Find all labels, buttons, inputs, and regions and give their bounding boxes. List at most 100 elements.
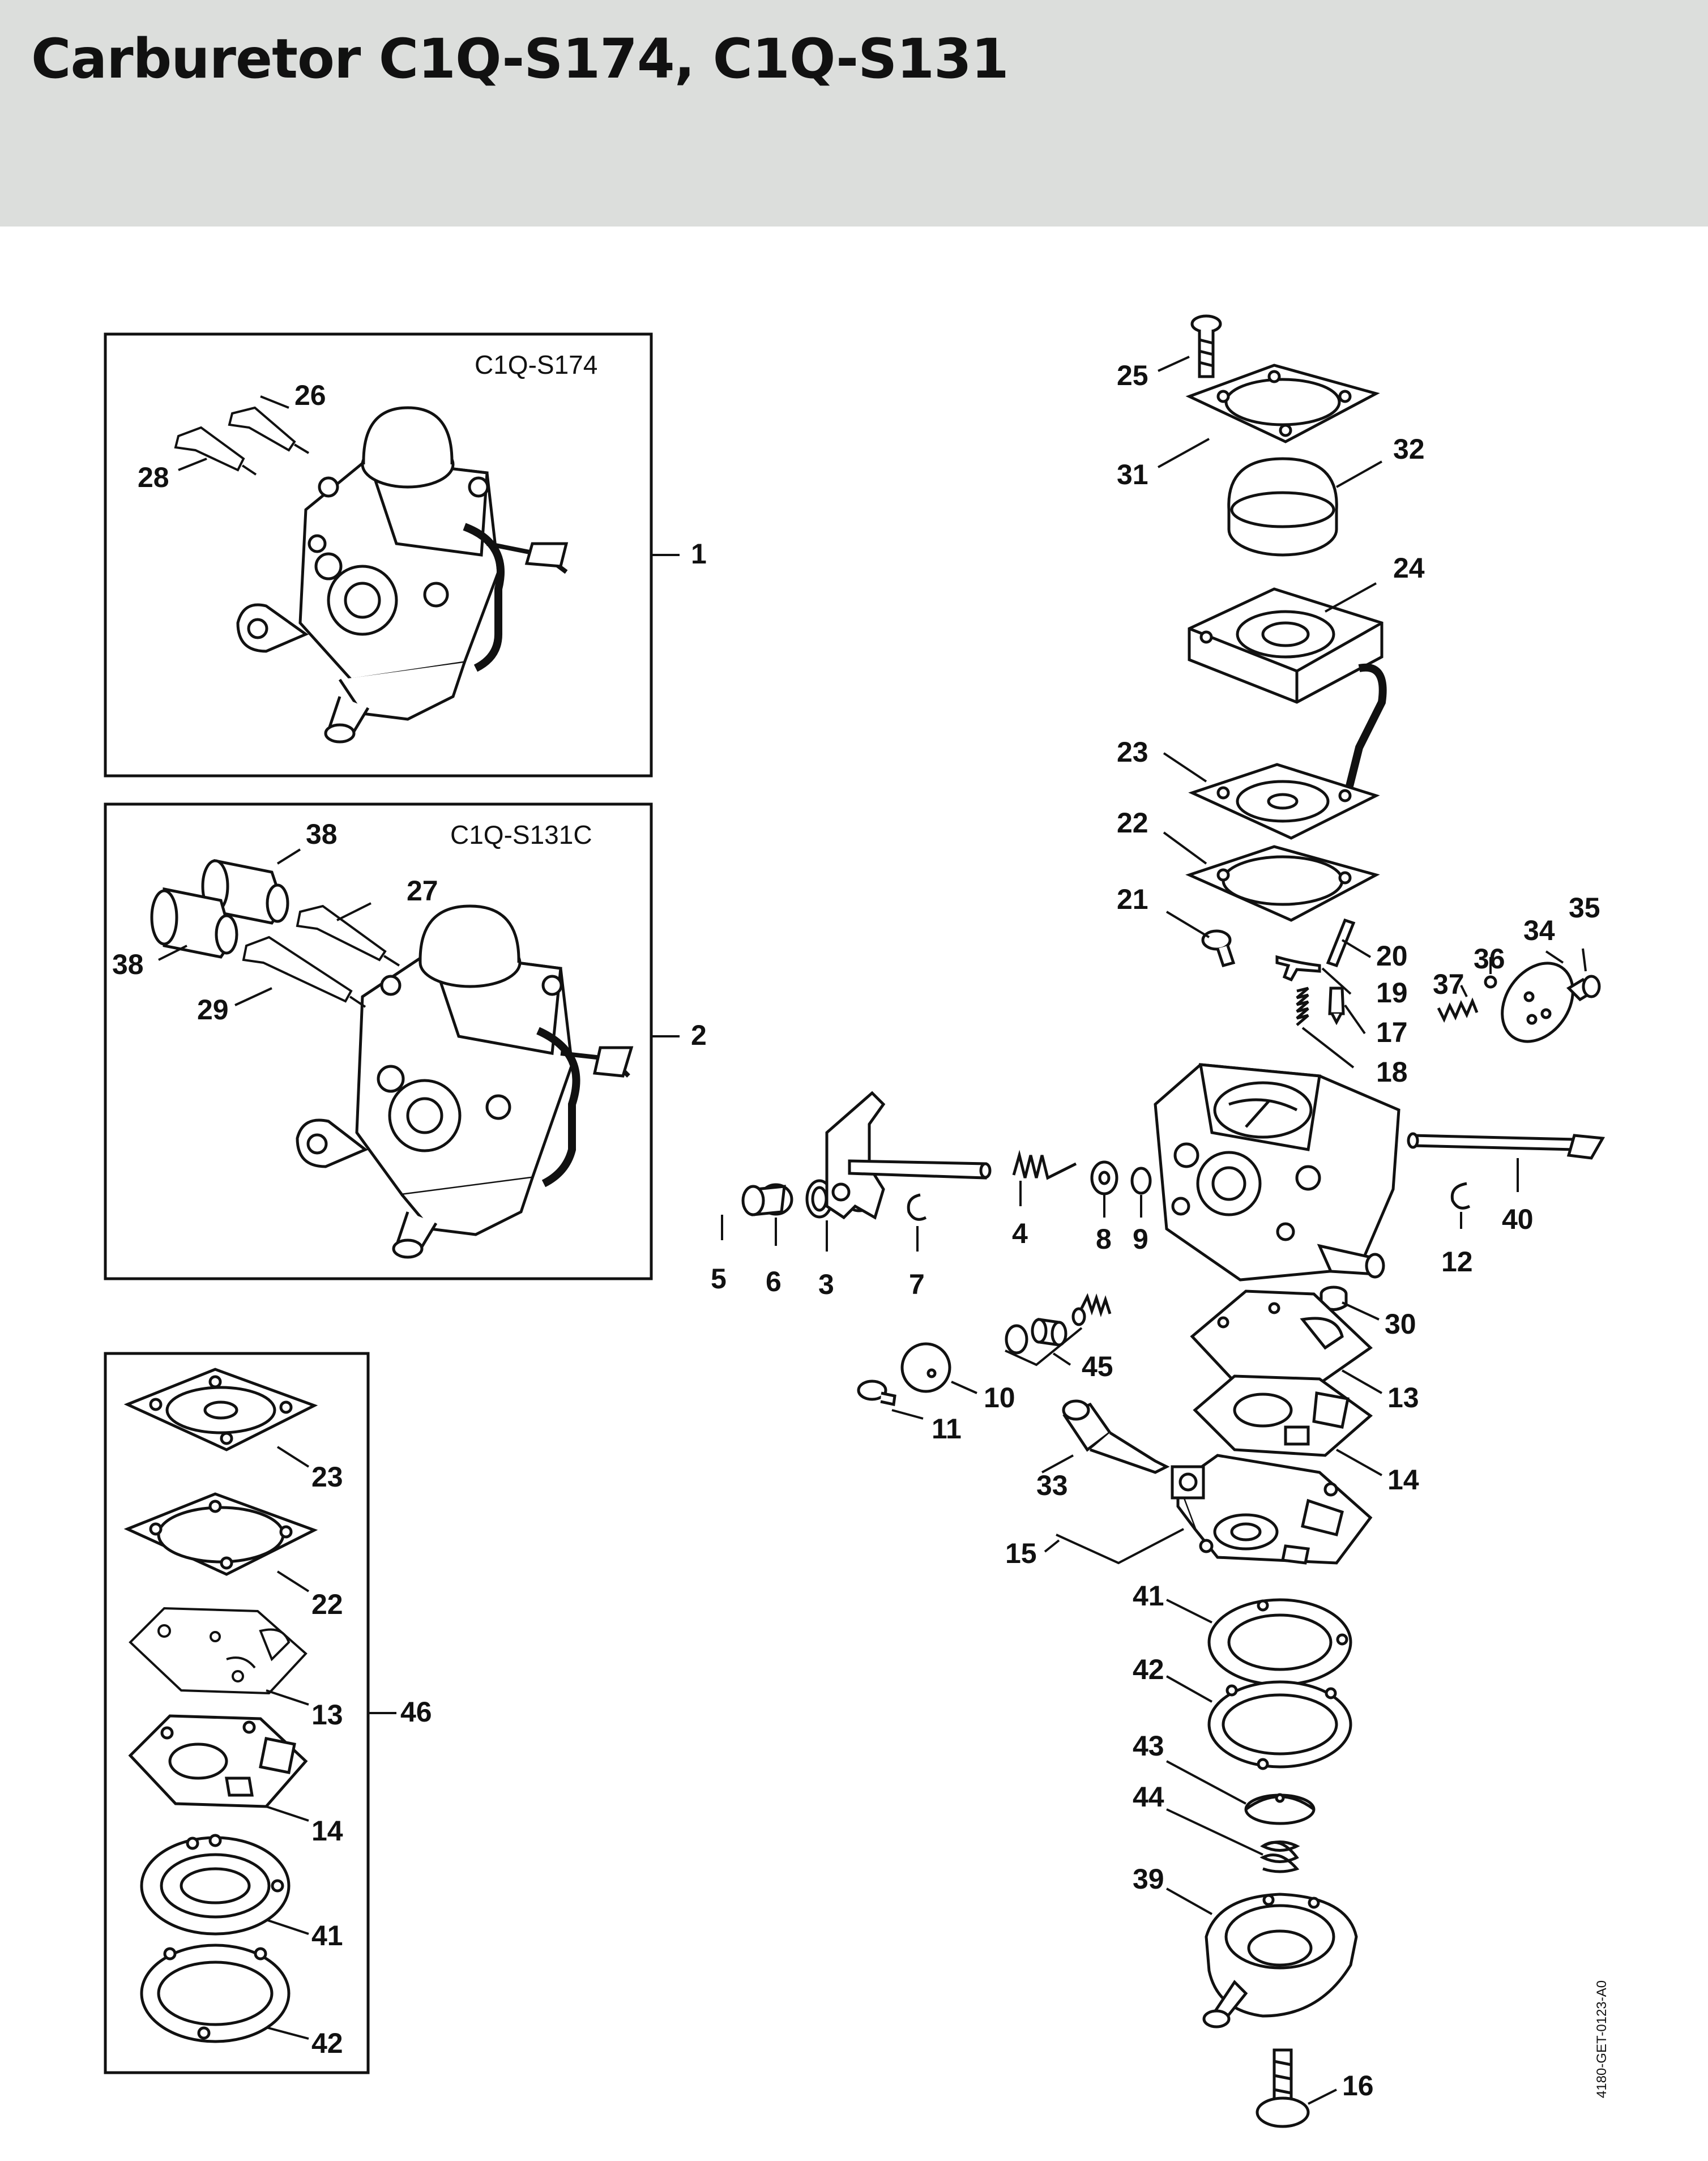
callout-22-kit: 22	[311, 1588, 343, 1620]
part-18-spring	[1296, 986, 1309, 1026]
leader-lines-panel-1	[178, 395, 680, 556]
page-title: Carburetor C1Q-S174, C1Q-S131	[31, 27, 1009, 91]
part-43-diaphragm-disc	[1244, 1793, 1316, 1825]
callout-10: 10	[984, 1382, 1015, 1413]
callout-33: 33	[1036, 1470, 1068, 1501]
callout-2: 2	[691, 1019, 707, 1051]
part-35-screw	[1566, 975, 1601, 1002]
callout-45: 45	[1082, 1351, 1113, 1382]
part-20-pin	[1326, 918, 1356, 968]
part-40-choke-shaft	[1407, 1132, 1605, 1160]
adjusting-screw-28	[174, 426, 257, 476]
panel-c1q-s174: C1Q-S174	[104, 332, 707, 778]
callout-41: 41	[1133, 1580, 1164, 1612]
kit-gasket-22	[123, 1492, 318, 1576]
callout-16: 16	[1342, 2070, 1374, 2102]
part-throttle-shaft-assembly	[741, 1091, 1152, 1221]
callout-40: 40	[1502, 1203, 1534, 1235]
leader-lines-panel-3	[266, 1446, 396, 2040]
part-13-metering-diaphragm	[1190, 1289, 1373, 1389]
part-33-adjusting-screw	[1062, 1399, 1170, 1474]
kit-diaphragm-41	[140, 1834, 291, 1936]
carburetor-assembly-s131c	[296, 904, 634, 1259]
callout-42-kit: 42	[311, 2027, 343, 2059]
callout-41-kit: 41	[311, 1920, 343, 1951]
callout-31: 31	[1117, 459, 1148, 490]
document-id: 4180-GET-0123-A0	[1594, 1980, 1609, 2098]
callout-8: 8	[1096, 1223, 1112, 1255]
part-37-spring	[1437, 997, 1479, 1023]
callout-21: 21	[1117, 883, 1148, 915]
callout-39: 39	[1133, 1863, 1164, 1895]
part-9-ring	[1130, 1167, 1152, 1195]
callout-numbers-main: 25 31 32 24 23 22 21 20 19 17 18 37 36 3…	[711, 360, 1600, 2102]
kit-gasket-14	[128, 1714, 308, 1808]
carburetor-assembly-s174	[236, 406, 569, 744]
callout-46: 46	[400, 1696, 432, 1728]
callout-23: 23	[1117, 736, 1148, 768]
part-17-inlet-needle	[1328, 986, 1345, 1026]
callout-24: 24	[1393, 552, 1425, 584]
limiter-cap-38-lower	[150, 887, 238, 959]
main-exploded-view	[741, 314, 1605, 2128]
adjusting-screw-29	[242, 936, 366, 1008]
callout-37: 37	[1433, 968, 1464, 1000]
callout-3: 3	[818, 1269, 834, 1300]
part-24-pump-cover	[1188, 587, 1387, 794]
part-carburetor-body	[1154, 1063, 1400, 1282]
callout-17: 17	[1376, 1017, 1408, 1048]
title-banner: Carburetor C1Q-S174, C1Q-S131	[0, 0, 1708, 227]
callout-18: 18	[1376, 1056, 1408, 1088]
callout-30: 30	[1385, 1308, 1416, 1340]
callout-22: 22	[1117, 807, 1148, 839]
callout-11: 11	[932, 1413, 962, 1445]
adjusting-screw-27	[296, 904, 400, 967]
part-45-jet-kit	[1005, 1293, 1112, 1355]
part-32-primer-bulb	[1227, 457, 1338, 557]
part-12-clip	[1450, 1182, 1471, 1210]
panel-label-s131c: C1Q-S131C	[450, 820, 592, 849]
part-44-spring	[1259, 1840, 1300, 1873]
part-7-clip	[907, 1193, 927, 1221]
part-15-metering-housing	[1171, 1454, 1373, 1565]
callout-4: 4	[1012, 1218, 1028, 1249]
callout-12: 12	[1441, 1246, 1473, 1278]
part-34-plate	[1501, 962, 1574, 1043]
part-39-end-cover	[1202, 1893, 1358, 2028]
callout-6: 6	[766, 1266, 782, 1297]
callout-5: 5	[711, 1263, 727, 1295]
part-25-screw	[1190, 314, 1222, 378]
part-21-screw	[1201, 929, 1236, 968]
callout-28: 28	[138, 462, 169, 493]
kit-gasket-23	[123, 1368, 318, 1451]
callout-27: 27	[407, 875, 438, 907]
callout-13: 13	[1387, 1382, 1419, 1413]
part-42-gasket	[1207, 1680, 1352, 1770]
part-41-pump-diaphragm	[1207, 1598, 1352, 1686]
part-36-ball	[1484, 975, 1497, 989]
part-16-screw	[1256, 2048, 1310, 2128]
part-10-throttle-valve	[900, 1342, 951, 1393]
callout-25: 25	[1117, 360, 1148, 391]
leader-lines-panel-2	[158, 848, 680, 1037]
callout-36: 36	[1474, 943, 1505, 975]
callout-1: 1	[691, 538, 707, 570]
callout-9: 9	[1133, 1223, 1148, 1255]
panel-label-s174: C1Q-S174	[475, 350, 597, 379]
callout-32: 32	[1393, 433, 1425, 465]
part-11-screw	[857, 1380, 896, 1407]
callout-14: 14	[1387, 1464, 1419, 1496]
callout-42: 42	[1133, 1654, 1164, 1685]
part-14-gasket	[1193, 1374, 1373, 1457]
callout-20: 20	[1376, 940, 1408, 972]
kit-diaphragm-13	[129, 1607, 308, 1695]
callout-7: 7	[909, 1269, 925, 1300]
callout-23-kit: 23	[311, 1461, 343, 1493]
part-4-spring	[1012, 1150, 1077, 1180]
callout-43: 43	[1133, 1730, 1164, 1762]
part-22-gasket	[1185, 845, 1380, 922]
callout-19: 19	[1376, 977, 1408, 1009]
panel-gasket-kit: 23 22 13 14 41 42 46	[104, 1352, 432, 2074]
adjusting-screw-26	[228, 406, 310, 454]
part-23-pump-diaphragm	[1188, 763, 1380, 840]
